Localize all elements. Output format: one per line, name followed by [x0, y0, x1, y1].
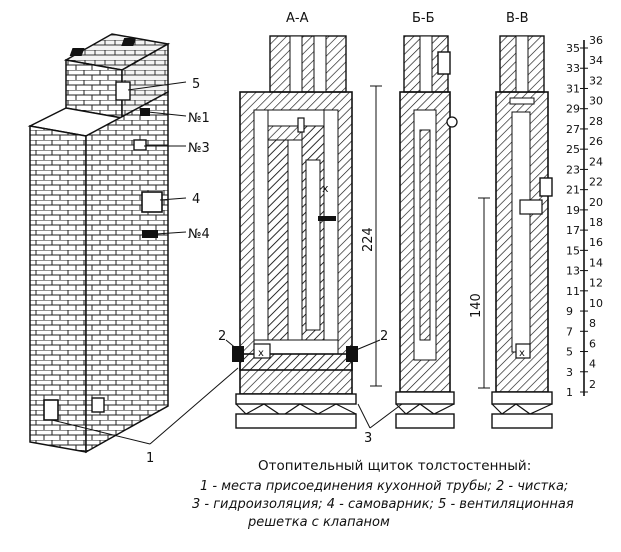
scale-number-right: 10	[589, 297, 603, 310]
section-aa-title: А-А	[286, 11, 309, 26]
scale-number-right: 8	[589, 317, 596, 330]
scale-number-left: 33	[566, 62, 580, 75]
opening-no3	[133, 139, 147, 151]
chimney-hole-2	[121, 38, 137, 46]
scale-number-right: 32	[589, 74, 603, 87]
scale-number-left: 13	[566, 265, 580, 278]
svg-text:x: x	[258, 348, 264, 359]
label-2-right: 2	[380, 329, 388, 344]
scale-number-right: 12	[589, 277, 603, 290]
scale-number-right: 36	[589, 34, 603, 47]
dimension-140: 140	[469, 293, 484, 318]
scale-number-left: 35	[566, 42, 580, 55]
scale-number-left: 3	[566, 366, 573, 379]
scale-number-left: 11	[566, 285, 580, 298]
scale-number-right: 30	[589, 95, 603, 108]
lower-cleanout	[91, 397, 105, 413]
samovar-door-4	[141, 191, 163, 213]
scale-number-left: 7	[566, 325, 573, 338]
scale-number-right: 6	[589, 337, 596, 350]
body-side-face	[85, 90, 169, 454]
scale-number-left: 19	[566, 204, 580, 217]
caption-line-3: решетка с клапаном	[248, 515, 390, 530]
opening-no4	[142, 230, 158, 238]
label-no1: №1	[188, 111, 210, 126]
section-aa: А-А x x 224 2	[218, 11, 403, 446]
scale-number-right: 16	[589, 236, 603, 249]
label-no4: №4	[188, 227, 210, 242]
front-cleanout-door	[43, 399, 59, 421]
svg-text:x: x	[519, 348, 525, 359]
scale-number-right: 18	[589, 216, 603, 229]
scale-number-left: 15	[566, 244, 580, 257]
scale-number-left: 21	[566, 184, 580, 197]
scale-number-right: 34	[589, 54, 603, 67]
scale-number-right: 28	[589, 115, 603, 128]
scale-number-left: 5	[566, 346, 573, 359]
scale-number-right: 24	[589, 155, 603, 168]
scale-number-left: 25	[566, 143, 580, 156]
scale-number-right: 14	[589, 256, 603, 269]
scale-number-right: 20	[589, 196, 603, 209]
course-scale: 3536333431322930272825262324212219201718…	[566, 34, 603, 399]
scale-number-left: 9	[566, 305, 573, 318]
section-vv: В-В x 140	[469, 11, 553, 429]
label-4: 4	[192, 192, 200, 207]
scale-number-left: 29	[566, 103, 580, 116]
section-bb: Б-Б	[395, 11, 458, 429]
scale-number-right: 2	[589, 378, 596, 391]
section-vv-title: В-В	[506, 11, 529, 26]
label-2-left: 2	[218, 329, 226, 344]
caption-line-1: 1 - места присоединения кухонной трубы; …	[200, 479, 569, 494]
chimney-hole-1	[69, 48, 85, 56]
scale-number-right: 22	[589, 176, 603, 189]
scale-number-left: 17	[566, 224, 580, 237]
opening-no1	[140, 108, 150, 116]
isometric-view: 5 №1 №3 4 №4 1	[27, 33, 239, 466]
scale-number-left: 1	[566, 386, 573, 399]
section-bb-title: Б-Б	[412, 11, 435, 26]
dimension-224: 224	[361, 227, 376, 252]
label-no3: №3	[188, 141, 210, 156]
label-5: 5	[192, 77, 200, 92]
caption-title: Отопительный щиток толстостенный:	[258, 458, 532, 474]
scale-number-right: 4	[589, 358, 596, 371]
scale-number-left: 27	[566, 123, 580, 136]
label-1: 1	[146, 451, 154, 466]
caption-line-2: 3 - гидроизоляция; 4 - самоварник; 5 - в…	[192, 497, 574, 512]
vent-grate-5	[115, 81, 131, 101]
scale-number-right: 26	[589, 135, 603, 148]
svg-text:x: x	[322, 182, 329, 195]
label-3: 3	[364, 431, 372, 446]
scale-number-left: 31	[566, 82, 580, 95]
scale-number-left: 23	[566, 163, 580, 176]
